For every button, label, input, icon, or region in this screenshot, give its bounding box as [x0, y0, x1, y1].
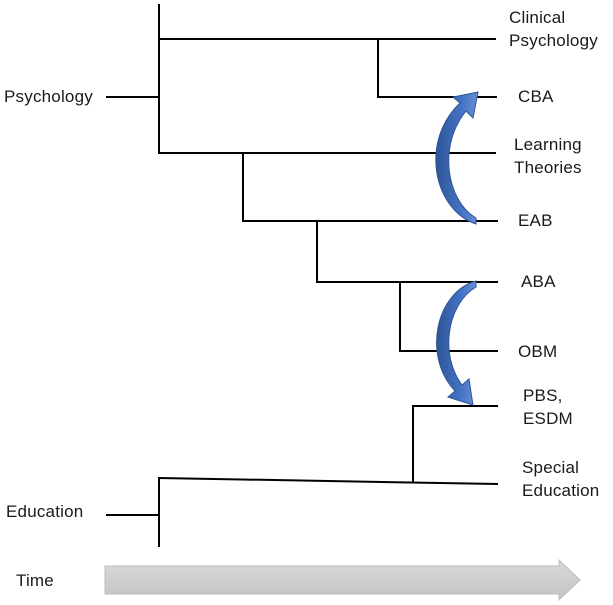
special-education-line-1: Special [522, 458, 580, 477]
aba-label: ABA [521, 270, 556, 293]
cba-label: CBA [518, 85, 554, 108]
learning-theories-line-1: Learning [514, 135, 582, 154]
special-education-label: Special Education [522, 456, 599, 502]
learning-theories-label: Learning Theories [514, 133, 582, 179]
eab-label: EAB [518, 209, 553, 232]
pbs-esdm-line-2: ESDM [523, 409, 573, 428]
influence-arrow-aba-to-pbs-esdm [436, 280, 477, 406]
learning-theories-line-2: Theories [514, 158, 582, 177]
obm-label: OBM [518, 340, 557, 363]
special-education-line-2: Education [522, 481, 600, 500]
eab-line-1: EAB [518, 211, 553, 230]
cba-line-1: CBA [518, 87, 554, 106]
aba-line-1: ABA [521, 272, 556, 291]
tree-branches [106, 4, 499, 547]
time-arrow [104, 558, 581, 602]
pbs-esdm-line-1: PBS, [523, 386, 563, 405]
psychology-label: Psychology [4, 87, 93, 106]
influence-arrow-eab-to-cba [435, 91, 479, 225]
clinical-psychology-label: Clinical Psychology [509, 6, 598, 52]
education-label: Education [6, 502, 84, 521]
time-label: Time [16, 571, 54, 590]
pbs-esdm-label: PBS, ESDM [523, 384, 573, 430]
obm-line-1: OBM [518, 342, 558, 361]
clinical-psychology-line-1: Clinical [509, 8, 566, 27]
clinical-psychology-line-2: Psychology [509, 31, 598, 50]
branch-special-education [157, 476, 499, 486]
